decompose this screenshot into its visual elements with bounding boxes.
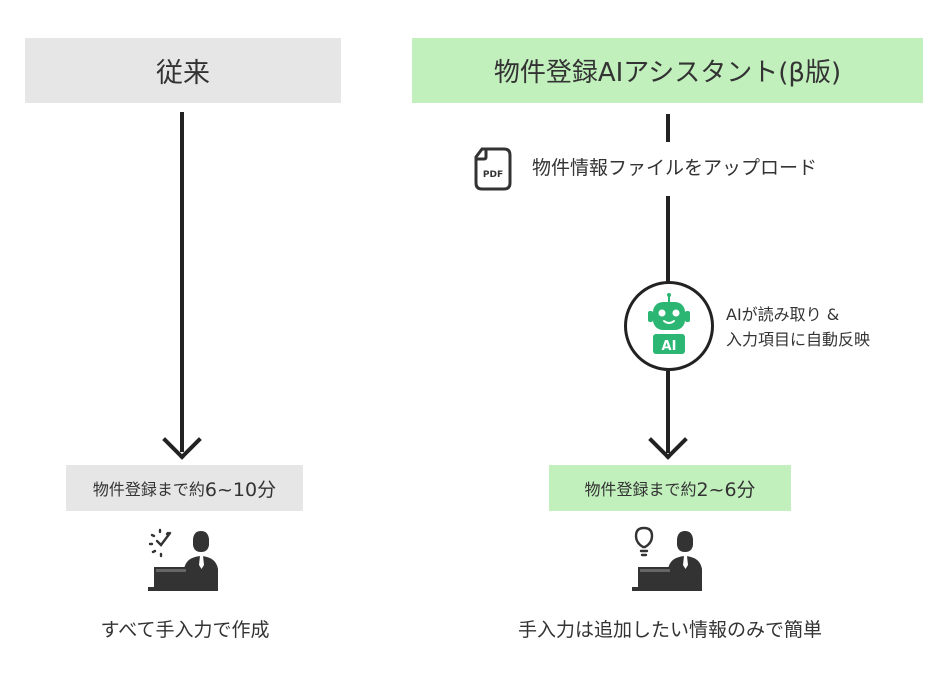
ai-step-line2: 入力項目に自動反映 — [726, 330, 871, 349]
ai-arrowhead — [648, 420, 688, 460]
ai-assistant-header-label: 物件登録AIアシスタント(β版) — [493, 58, 842, 88]
ai-flow-line-top — [666, 114, 670, 142]
ai-label: AI — [662, 339, 677, 354]
upload-step-text: 物件情報ファイルをアップロード — [532, 157, 818, 179]
ai-flow-line-middle — [666, 196, 670, 282]
ai-caption: 手入力は追加したい情報のみで簡単 — [517, 619, 822, 641]
robot-ai-icon: AI — [648, 293, 690, 354]
legacy-header: 従来 — [25, 38, 341, 103]
pdf-file-icon: PDF — [474, 147, 512, 191]
person-at-laptop-with-lightbulb-icon — [632, 526, 702, 591]
ai-flow-line-bottom — [666, 371, 670, 453]
person-at-laptop-with-clock-icon — [148, 528, 218, 591]
legacy-time-value: 6~10分 — [204, 478, 277, 501]
legacy-header-label: 従来 — [156, 58, 210, 89]
legacy-arrowhead — [162, 420, 202, 460]
ai-step-circle: AI — [624, 281, 714, 371]
ai-time-value: 2~6分 — [696, 478, 756, 501]
ai-step-description: AIが読み取り & 入力項目に自動反映 — [726, 302, 870, 352]
ai-step-line1: AIが読み取り & — [726, 305, 840, 324]
legacy-time-prefix: 物件登録まで約 — [92, 480, 205, 499]
ai-time-prefix: 物件登録まで約 — [584, 480, 697, 499]
legacy-caption: すべて手入力で作成 — [100, 619, 270, 641]
legacy-flow-line — [180, 112, 184, 452]
pdf-label: PDF — [483, 170, 503, 180]
ai-assistant-header: 物件登録AIアシスタント(β版) — [412, 38, 923, 103]
